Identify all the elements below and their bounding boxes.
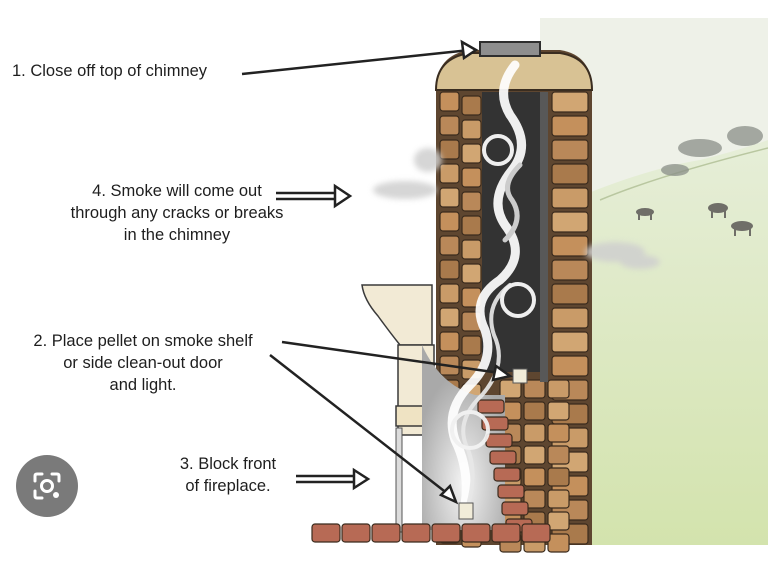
firebox-brick xyxy=(497,484,525,499)
chimney-stone xyxy=(551,235,589,257)
hearth-brick xyxy=(491,523,521,543)
smoke-plume xyxy=(447,60,536,510)
chimney-stone xyxy=(461,215,482,236)
chimney-stone xyxy=(499,379,522,399)
chimney-stone xyxy=(551,331,589,353)
chimney-stone xyxy=(523,467,546,487)
step-4-line-1: 4. Smoke will come out xyxy=(92,182,262,200)
chimney-stone xyxy=(439,187,460,208)
step-3-line-1: 3. Block front xyxy=(179,455,277,473)
chimney-stone xyxy=(439,211,460,232)
chimney-stone xyxy=(547,511,570,531)
chimney-cap xyxy=(479,41,541,57)
chimney-stone xyxy=(461,119,482,140)
step-2-line-3: and light. xyxy=(109,376,177,394)
label-step-3: 3. Block front of fireplace. xyxy=(168,453,288,497)
chimney-stone xyxy=(551,259,589,281)
firebox-brick xyxy=(493,467,521,482)
step-1-line-1: 1. Close off top of chimney xyxy=(12,62,208,80)
chimney-stone xyxy=(547,489,570,509)
step-4-line-2: through any cracks or breaks xyxy=(70,204,284,222)
chimney-stone xyxy=(439,91,460,112)
chimney-stone xyxy=(461,335,482,356)
chimney-stone xyxy=(523,423,546,443)
chimney-stone xyxy=(551,307,589,329)
chimney-stone xyxy=(547,467,570,487)
chimney-stone xyxy=(439,331,460,352)
arrow-step-2-upper xyxy=(281,340,501,375)
chimney-stone xyxy=(523,401,546,421)
chimney-stone xyxy=(551,91,589,113)
chimney-stone xyxy=(547,445,570,465)
chimney-stone xyxy=(461,167,482,188)
escaping-smoke xyxy=(373,148,660,269)
chimney-stone xyxy=(439,115,460,136)
chimney-stone xyxy=(461,239,482,260)
trees xyxy=(661,126,763,176)
firebox-brick xyxy=(489,450,517,465)
chimney-stone xyxy=(439,163,460,184)
chimney-stone xyxy=(523,489,546,509)
chimney-stone xyxy=(551,355,589,377)
hearth-bricks xyxy=(311,523,551,543)
chimney-stone xyxy=(551,283,589,305)
chimney-stone xyxy=(523,445,546,465)
chimney-stone xyxy=(461,143,482,164)
chimney-stone xyxy=(551,187,589,209)
step-2-line-1: 2. Place pellet on smoke shelf xyxy=(33,332,253,350)
chimney-stone xyxy=(439,307,460,328)
chimney-stone xyxy=(461,263,482,284)
grazing-cows xyxy=(636,203,753,236)
fireplace-cover-board xyxy=(395,427,403,533)
hearth-brick xyxy=(461,523,491,543)
firebox-brick xyxy=(501,501,529,516)
step-4-line-3: in the chimney xyxy=(123,226,231,244)
visual-search-button[interactable] xyxy=(16,455,78,517)
chimney-stone xyxy=(551,115,589,137)
chimney-stone xyxy=(439,259,460,280)
chimney-stone xyxy=(551,163,589,185)
step-2-line-2: or side clean-out door xyxy=(63,354,223,372)
chimney-stone xyxy=(547,533,570,553)
hillside-background xyxy=(540,18,768,545)
chimney-stone xyxy=(523,379,546,399)
chimney-stone xyxy=(439,283,460,304)
chimney-stone xyxy=(461,191,482,212)
label-step-2: 2. Place pellet on smoke shelf or side c… xyxy=(18,330,268,396)
hearth-brick xyxy=(341,523,371,543)
smoke-pellets xyxy=(458,368,528,520)
firebox-brick xyxy=(485,433,513,448)
chimney-stone xyxy=(547,379,570,399)
chimney-stone xyxy=(551,139,589,161)
label-step-1: 1. Close off top of chimney xyxy=(12,60,207,82)
chimney-stone xyxy=(547,423,570,443)
arrow-step-2-lower xyxy=(269,354,449,495)
callout-arrows xyxy=(241,39,513,505)
step-3-line-2: of fireplace. xyxy=(185,477,271,495)
chimney-stone xyxy=(439,139,460,160)
camera-search-icon xyxy=(33,472,61,500)
hearth-brick xyxy=(401,523,431,543)
hearth-brick xyxy=(371,523,401,543)
hearth-brick xyxy=(431,523,461,543)
chimney-stone xyxy=(439,235,460,256)
arrow-step-1 xyxy=(241,48,471,76)
chimney-stone xyxy=(547,401,570,421)
chimney-stone xyxy=(461,95,482,116)
firebox-brick xyxy=(477,399,505,414)
label-step-4: 4. Smoke will come out through any crack… xyxy=(62,180,292,246)
hearth-brick xyxy=(311,523,341,543)
chimney-stone xyxy=(551,211,589,233)
hearth-brick xyxy=(521,523,551,543)
